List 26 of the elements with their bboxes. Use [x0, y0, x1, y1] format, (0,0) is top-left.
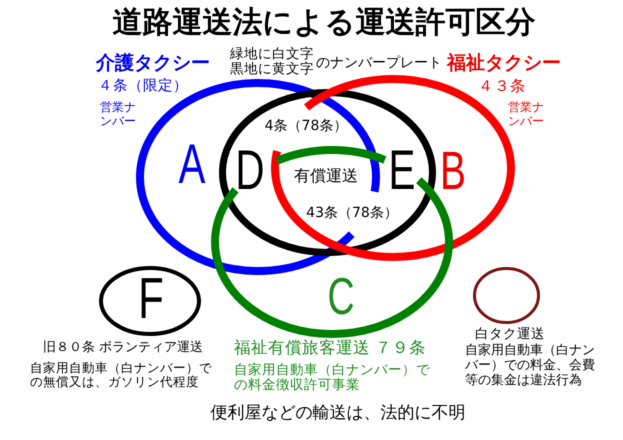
category-heading: 福祉有償旅客運送 ７９条: [234, 339, 426, 358]
description-text: 自家用自動車（白ナンバー）での料金、会費等の集金は違法行為: [465, 344, 596, 389]
article-number: ４条（限定）: [98, 78, 188, 95]
article-number: 43条（78条）: [306, 205, 398, 222]
region-letter: F: [138, 274, 164, 324]
plate-type-note: 営業ナンバー: [508, 100, 544, 129]
region-label: 有償運送: [294, 167, 358, 186]
region-letter: A: [178, 140, 206, 188]
diagram-title: 道路運送法による運送許可区分: [112, 6, 536, 40]
region-letter: E: [388, 146, 416, 194]
category-heading: 介護タクシー: [96, 53, 210, 75]
region-letter: B: [440, 149, 466, 195]
description-text: 自家用自動車（白ナンバー）での料金徴収許可事業: [234, 363, 431, 393]
plate-note: 黒地に黄文字: [230, 62, 314, 78]
footnote: 便利屋などの輸送は、法的に不明: [210, 404, 466, 424]
category-heading: 旧８０条 ボランティア運送: [43, 341, 204, 356]
article-number: ４３条: [478, 78, 526, 96]
plate-note: 緑地に白文字: [230, 47, 314, 62]
category-heading: 白タク運送: [475, 327, 545, 343]
article-number: 4条（78条）: [264, 118, 348, 134]
description-text: 自家用自動車（白ナンバー）での無償又は、ガソリン代程度: [30, 361, 213, 390]
plate-type-note: 営業ナンバー: [100, 100, 136, 129]
category-heading: 福祉タクシー: [447, 53, 561, 75]
region-letter: D: [235, 146, 265, 194]
region-letter: C: [327, 275, 355, 320]
plate-note: のナンバープレート: [316, 55, 442, 72]
